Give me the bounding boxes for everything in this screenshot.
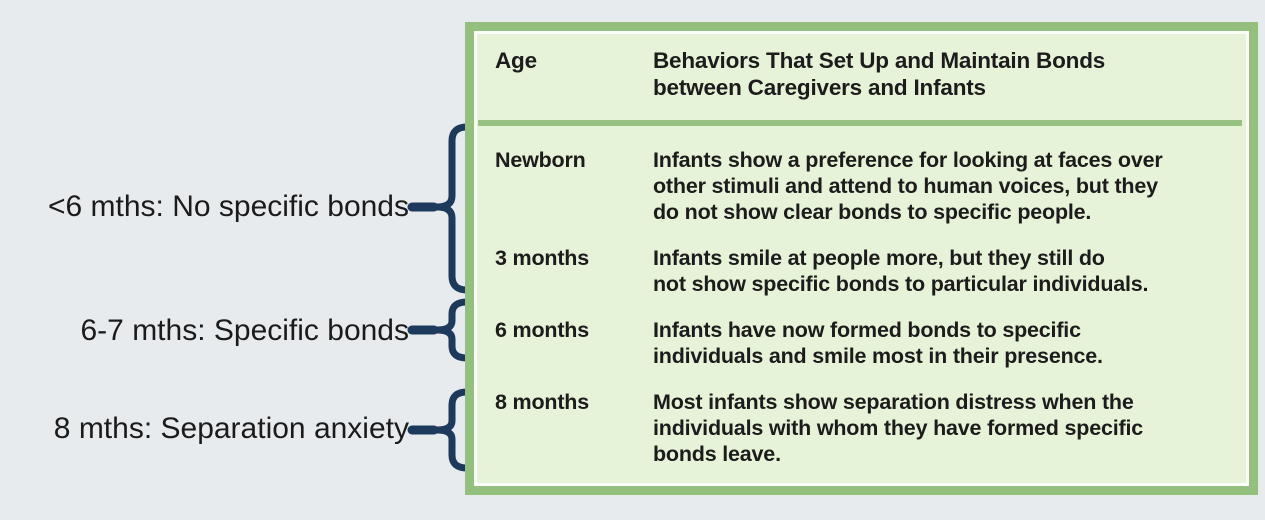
table-row-newborn: Newborn Infants show a preference for lo… [495,147,1239,225]
table-row-3-months: 3 months Infants smile at people more, b… [495,245,1239,297]
behavior-cell: Infants smile at people more, but they s… [653,246,1149,297]
table-header: Age Behaviors That Set Up and Maintain B… [474,31,1249,101]
behavior-cell: Infants show a preference for looking at… [653,148,1163,225]
table-body: Newborn Infants show a preference for lo… [474,126,1249,467]
age-cell: 3 months [495,246,589,271]
header-divider-rule [478,120,1242,127]
behavior-cell: Most infants show separation distress wh… [653,390,1143,467]
brace-bracket-1 [433,123,471,294]
header-age-column: Age [495,48,537,73]
annotation-separation-anxiety: 8 mths: Separation anxiety [53,412,409,445]
age-cell: 6 months [495,318,589,343]
table-row-8-months: 8 months Most infants show separation di… [495,389,1239,467]
annotation-specific-bonds: 6-7 mths: Specific bonds [80,314,410,347]
age-cell: 8 months [495,390,589,415]
brace-bracket-3 [433,388,471,472]
header-behaviors-column: Behaviors That Set Up and Maintain Bonds… [653,48,1106,100]
brace-bracket-2 [433,298,471,362]
attachment-behaviors-table: Age Behaviors That Set Up and Maintain B… [465,22,1258,495]
behavior-cell: Infants have now formed bonds to specifi… [653,318,1103,369]
annotation-no-specific-bonds: <6 mths: No specific bonds [47,190,409,223]
table-row-6-months: 6 months Infants have now formed bonds t… [495,317,1239,369]
age-cell: Newborn [495,148,586,173]
